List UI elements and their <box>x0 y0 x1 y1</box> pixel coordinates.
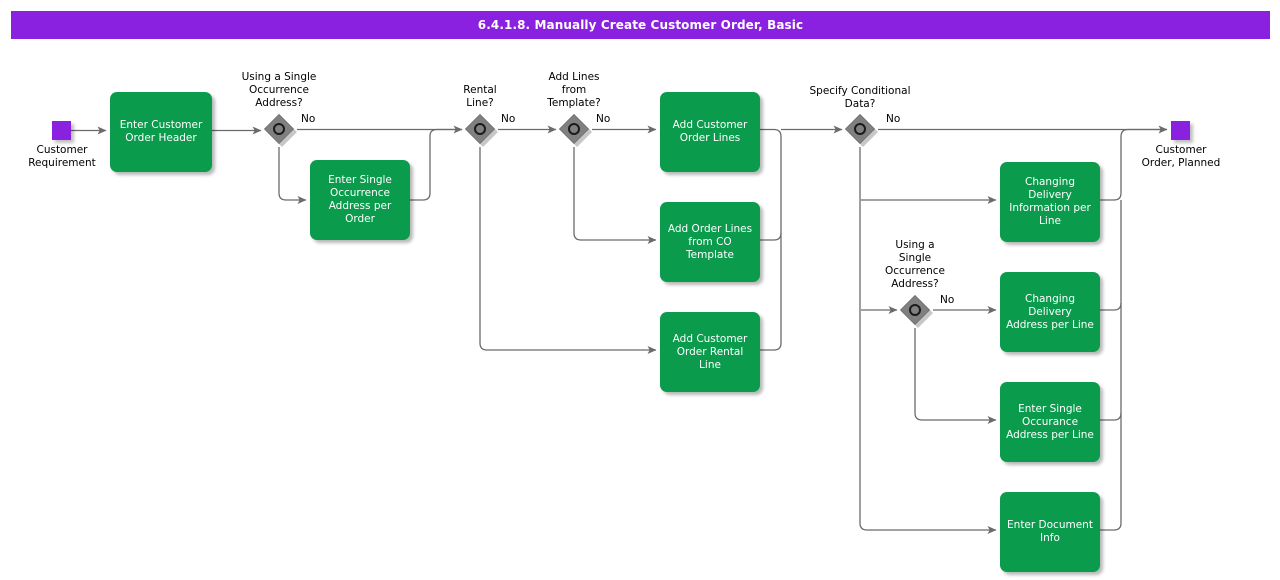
end-event[interactable] <box>1171 121 1190 140</box>
task-changing-delivery-information-per-line[interactable]: Changing Delivery Information per Line <box>1000 162 1100 242</box>
task-enter-document-info[interactable]: Enter Document Info <box>1000 492 1100 572</box>
edge-gw2-to-rental-line <box>479 147 657 354</box>
edge-document-info-to-merge <box>1100 200 1122 531</box>
edge-co-template-to-merge <box>760 232 782 241</box>
edge-delivery-address-to-merge <box>1100 302 1122 311</box>
task-label: Changing Delivery Address per Line <box>1006 292 1094 331</box>
gateway-label-rental-line: Rental Line? <box>463 84 497 109</box>
gateway-add-lines-from-template[interactable] <box>559 114 592 147</box>
task-enter-single-occurrence-address-per-order[interactable]: Enter Single Occurrence Address per Orde… <box>310 160 410 240</box>
gateway-using-single-occurrence-address-order[interactable] <box>264 114 297 147</box>
task-add-customer-order-lines[interactable]: Add Customer Order Lines <box>660 92 760 172</box>
task-label: Enter Single Occurrence Address per Orde… <box>328 174 392 225</box>
edge-label-gw2-no: No <box>501 113 516 125</box>
end-event-label: Customer Order, Planned <box>1141 144 1221 169</box>
task-label: Enter Single Occurance Address per Line <box>1006 402 1094 441</box>
task-enter-customer-order-header[interactable]: Enter Customer Order Header <box>110 92 212 172</box>
edge-merge-middle-column <box>760 128 782 351</box>
task-label: Enter Customer Order Header <box>119 119 203 144</box>
task-changing-delivery-address-per-line[interactable]: Changing Delivery Address per Line <box>1000 272 1100 352</box>
diagram-title-bar: 6.4.1.8. Manually Create Customer Order,… <box>11 11 1270 39</box>
edge-gw4-to-document-info <box>859 147 997 534</box>
edge-label-gw3-no: No <box>596 113 611 125</box>
gateway-ring-icon <box>273 123 285 135</box>
edge-single-occurrence-to-gw2 <box>410 128 462 201</box>
edge-gw1-to-single-occurrence <box>278 147 307 204</box>
edge-label-gw1-no: No <box>301 113 316 125</box>
edge-gw5-to-single-occurance-line <box>914 328 997 424</box>
gateway-label-specify-conditional-data: Specify Conditional Data? <box>809 85 911 110</box>
edge-label-gw4-no: No <box>886 113 901 125</box>
task-label: Add Customer Order Rental Line <box>672 332 748 371</box>
gateway-ring-icon <box>854 123 866 135</box>
task-add-customer-order-rental-line[interactable]: Add Customer Order Rental Line <box>660 312 760 392</box>
gateway-label-add-lines-from-template: Add Lines from Template? <box>547 71 601 109</box>
gateway-ring-icon <box>474 123 486 135</box>
gateway-specify-conditional-data[interactable] <box>845 114 878 147</box>
start-event-label: Customer Requirement <box>28 144 96 169</box>
edge-label-gw5-no: No <box>940 294 955 306</box>
task-label: Add Order Lines from CO Template <box>667 222 753 261</box>
gateway-label-using-single-occurrence-address-order: Using a Single Occurrence Address? <box>241 71 317 109</box>
gateway-ring-icon <box>909 304 921 316</box>
task-label: Changing Delivery Information per Line <box>1009 176 1091 227</box>
gateway-label-using-single-occurrence-address-line: Using a Single Occurrence Address? <box>884 239 946 290</box>
gateway-ring-icon <box>568 123 580 135</box>
edge-gw3-to-co-template <box>573 147 657 244</box>
start-event[interactable] <box>52 121 71 140</box>
gateway-rental-line[interactable] <box>465 114 498 147</box>
gateway-using-single-occurrence-address-line[interactable] <box>900 295 933 328</box>
edge-single-occurance-line-to-merge <box>1100 412 1122 421</box>
task-enter-single-occurance-address-per-line[interactable]: Enter Single Occurance Address per Line <box>1000 382 1100 462</box>
task-label: Add Customer Order Lines <box>672 119 748 144</box>
task-label: Enter Document Info <box>1007 519 1093 544</box>
page-title: 6.4.1.8. Manually Create Customer Order,… <box>477 18 804 32</box>
task-add-order-lines-from-co-template[interactable]: Add Order Lines from CO Template <box>660 202 760 282</box>
